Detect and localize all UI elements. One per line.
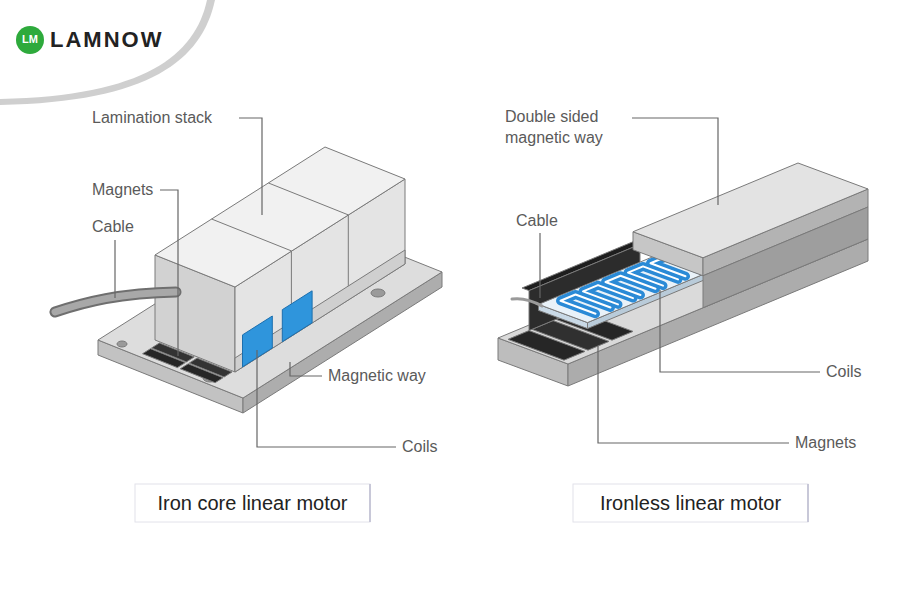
mount-hole: [117, 341, 127, 347]
leader-line: [632, 118, 718, 205]
logo-shadow: [0, 0, 215, 105]
caption-bar: [807, 484, 809, 522]
part-label: Magnetic way: [328, 366, 426, 387]
logo-mark: LM: [18, 33, 42, 46]
channel-gap: [703, 207, 868, 308]
part-label: Magnets: [92, 180, 153, 201]
leader-lines: [115, 118, 820, 447]
part-label: Double sided magnetic way: [505, 107, 630, 149]
leader-line: [257, 350, 396, 447]
logo-text: LAMNOW: [50, 27, 163, 53]
mount-hole: [371, 289, 385, 297]
logo-circle: [16, 26, 44, 54]
caption-frame: [135, 484, 370, 522]
leader-line: [160, 190, 178, 356]
part-label: Coils: [826, 362, 862, 383]
coil-highlight: [606, 276, 656, 295]
segment-line: [269, 183, 349, 300]
caption-bar: [369, 484, 371, 522]
leader-line: [114, 240, 115, 298]
part-label: Cable: [92, 217, 134, 238]
coil-highlight: [628, 266, 678, 285]
caption: Ironless linear motor: [573, 491, 808, 515]
segment-line: [212, 219, 292, 336]
ironless-motor: [498, 163, 868, 386]
coil-highlight: [583, 285, 633, 304]
caption-frame: [573, 484, 808, 522]
part-label: Cable: [516, 211, 558, 232]
part-label: Magnets: [795, 433, 856, 454]
leader-line: [660, 290, 820, 372]
logo-panel: [0, 0, 215, 105]
leader-line: [239, 118, 262, 215]
leader-line: [598, 346, 789, 443]
leader-line: [290, 362, 322, 376]
part-label: Lamination stack: [92, 108, 212, 129]
caption: Iron core linear motor: [135, 491, 370, 515]
lamination-stack: [155, 147, 405, 287]
leader-line: [539, 233, 540, 298]
logo-ground: [0, 0, 207, 99]
part-label: Coils: [402, 437, 438, 458]
iron-core-motor: [55, 147, 442, 413]
coil: [282, 291, 312, 342]
coil-highlight: [561, 295, 611, 314]
cable: [512, 299, 542, 306]
block-gap: [235, 250, 405, 372]
